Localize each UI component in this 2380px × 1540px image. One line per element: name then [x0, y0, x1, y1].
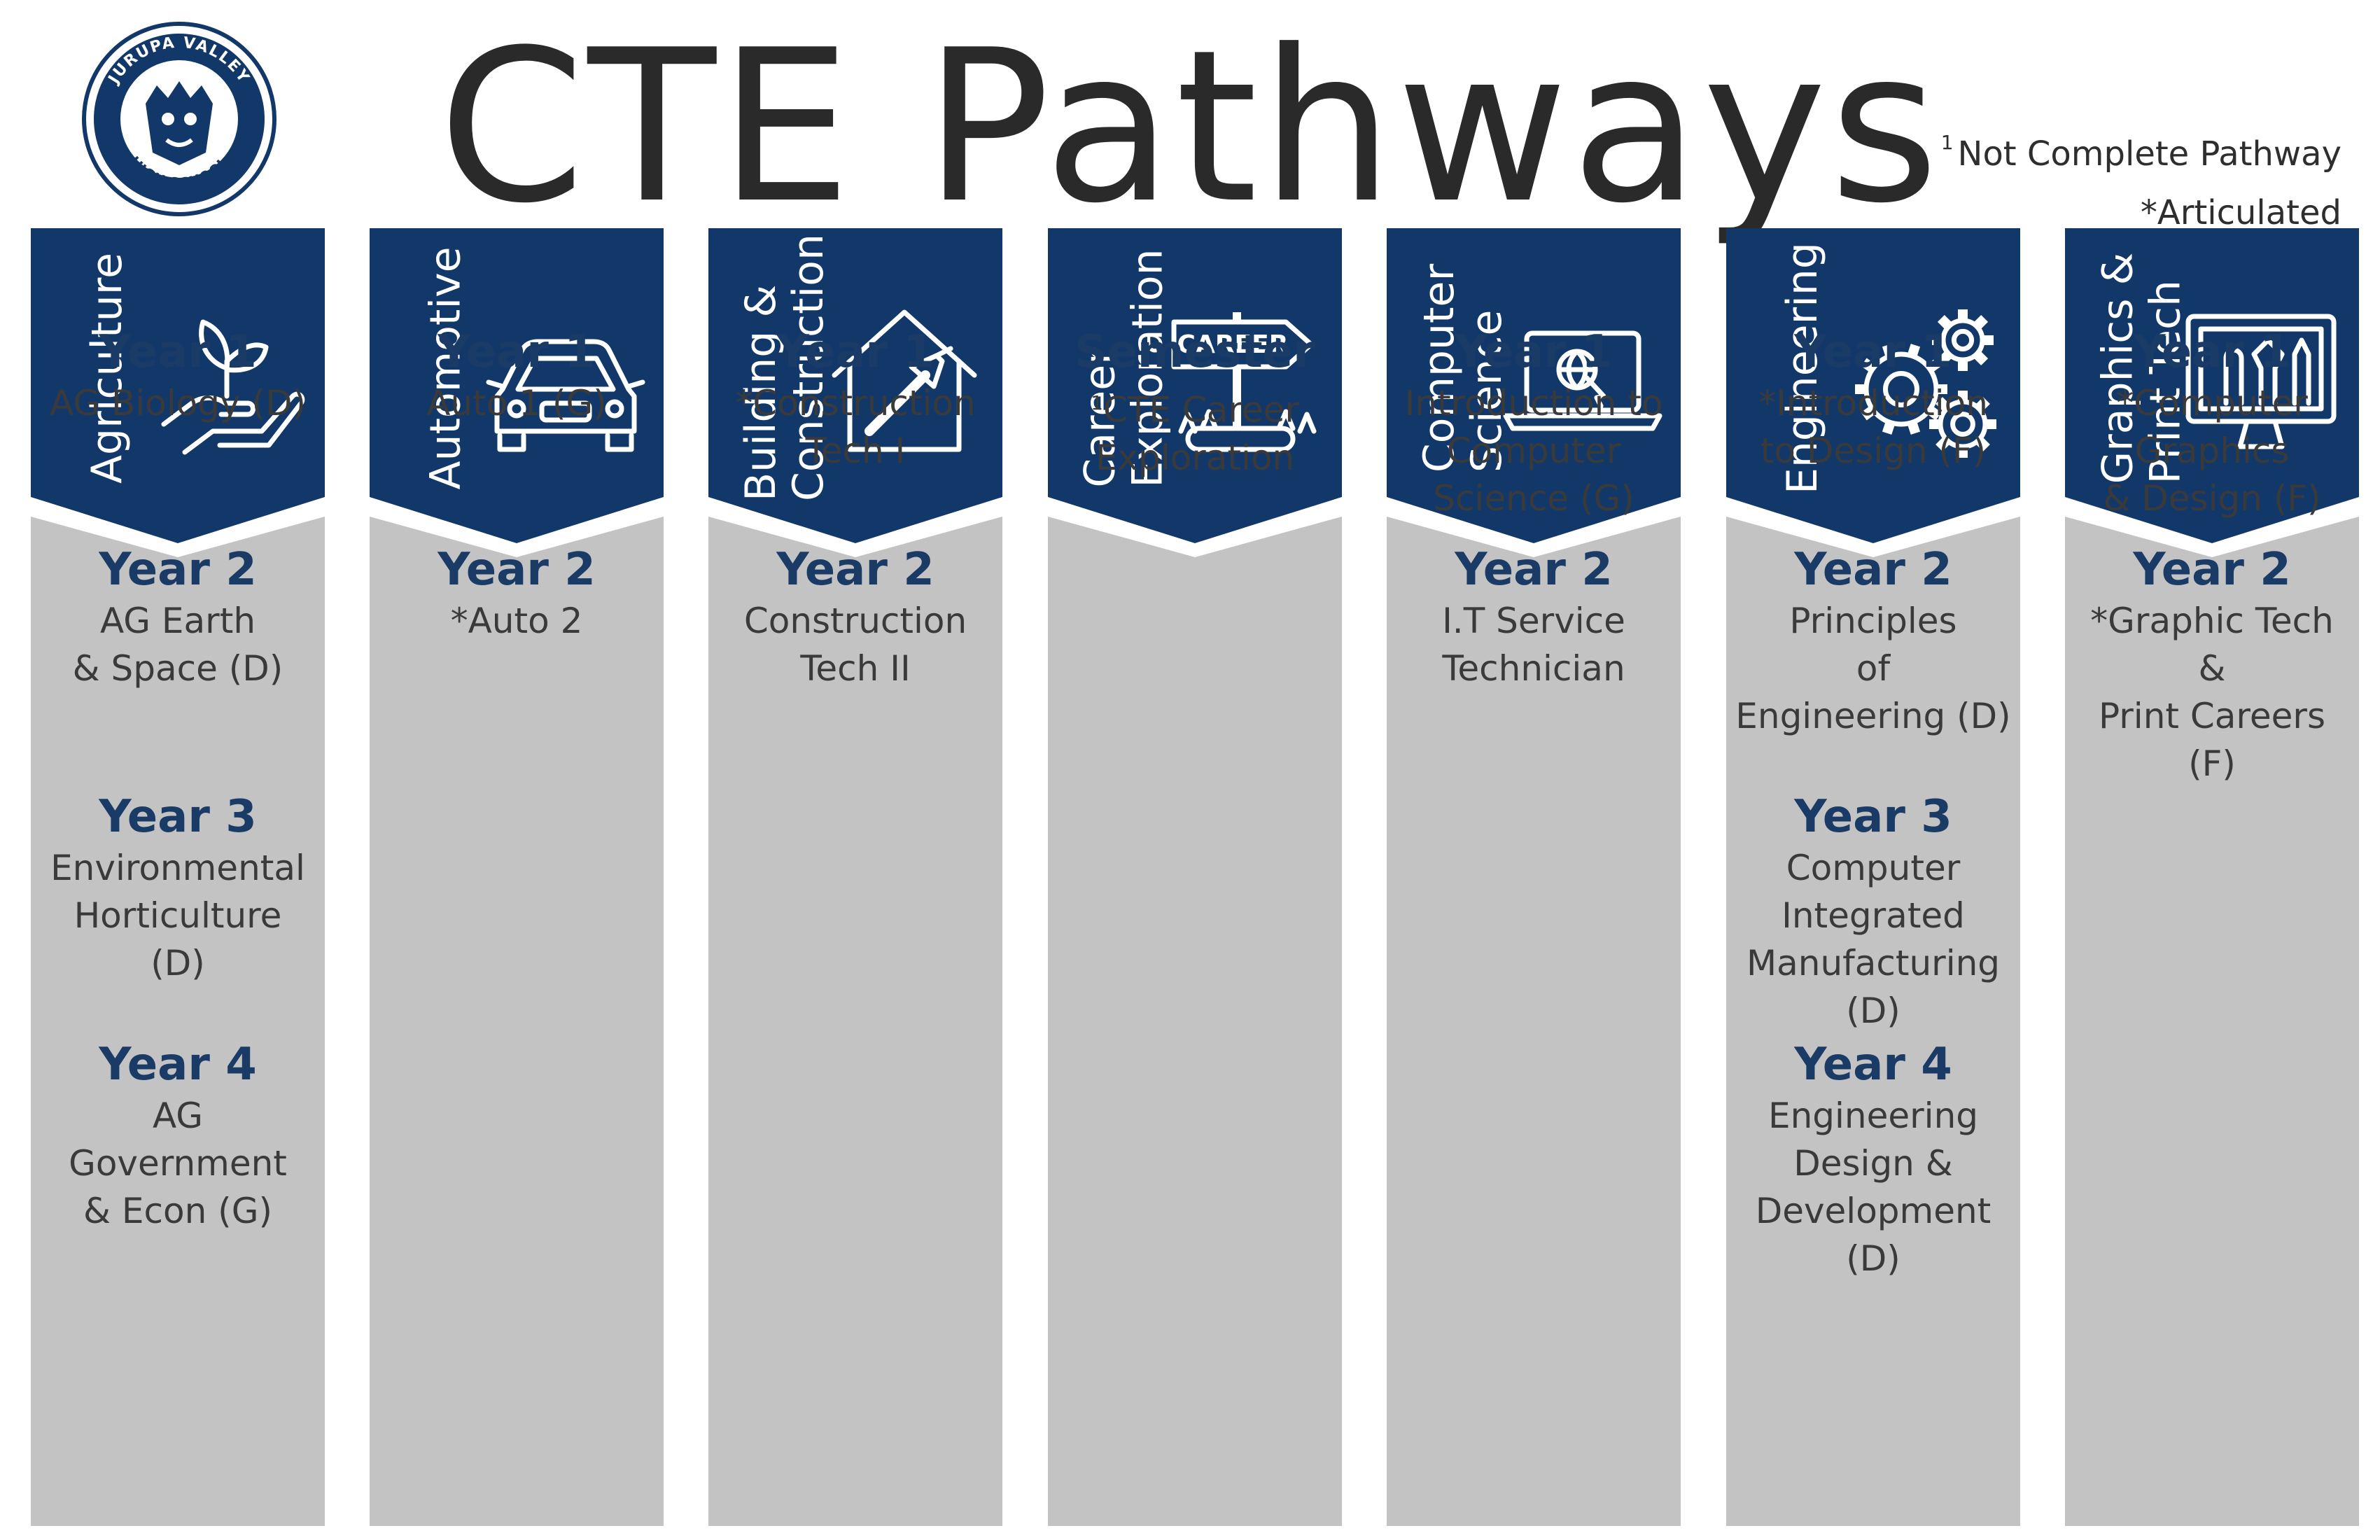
course-superscript: 1 — [1091, 391, 1103, 414]
year-heading: Year 3 — [1794, 791, 1952, 843]
gears-icon — [1838, 291, 2006, 459]
year-heading: Year 1 — [99, 326, 257, 378]
year-heading: Year 1 — [1455, 326, 1613, 378]
course-name: AG Earth & Space (D) — [72, 601, 284, 689]
pathway-column-building-construction: Building & Construction Year 1*Construct… — [708, 228, 1002, 1526]
year-heading: Semester — [1074, 326, 1315, 378]
pathway-year-block: Year 2 *Auto 2 — [370, 542, 664, 645]
career-sign-text: CAREER — [1177, 330, 1289, 359]
year-heading: Year 4 — [1794, 1039, 1952, 1091]
course-name: Computer Integrated Manufacturing (D) — [1746, 848, 2001, 1031]
note-articulated: *Articulated — [2140, 193, 2342, 232]
year-heading: Year 2 — [776, 544, 934, 596]
column-background — [708, 228, 1002, 1526]
course-name: AG Biology (D) — [50, 383, 306, 424]
pathway-column-graphics-print-tech: Graphics & Print Tech Year 1*Computer Gr… — [2065, 228, 2359, 1526]
year-heading: Year 1 — [1794, 326, 1952, 378]
course-name: *Graphic Tech & Print Careers (F) — [2090, 601, 2334, 784]
year-heading: Year 2 — [1794, 544, 1952, 596]
year-heading: Year 1 — [2133, 326, 2291, 378]
school-logo: JURUPA VALLEY HIGH SCHOOL — [82, 22, 276, 216]
year-heading: Year 4 — [99, 1039, 257, 1091]
design-monitor-icon — [2177, 291, 2345, 459]
course-name: *Computer Graphics & Design (F) — [2103, 383, 2321, 519]
column-background — [1048, 228, 1342, 1526]
pathway-year-block: Year 1 Auto 1 (G) — [370, 325, 664, 427]
pathway-year-block: Year 1 AG Biology (D) — [31, 325, 325, 427]
pathway-year-block: Year 1*Construction Tech I — [708, 325, 1002, 475]
house-hammer-icon — [820, 291, 988, 459]
course-name: Construction Tech II — [743, 601, 967, 689]
pathway-column-engineering: Engineering Year 1*Introduction to Desig… — [1726, 228, 2020, 1526]
car-icon — [482, 291, 650, 459]
page-title: CTE Pathways — [438, 5, 1942, 249]
year-heading: Year 2 — [1455, 544, 1613, 596]
note-superscript: 1 — [1940, 131, 1954, 154]
year-heading: Year 1 — [438, 326, 596, 378]
laptop-globe-icon — [1499, 291, 1667, 459]
course-name: *Construction Tech I — [735, 383, 976, 471]
course-name: Auto 1 (G) — [426, 383, 607, 424]
year-heading: Year 2 — [99, 544, 257, 596]
column-background — [1726, 228, 2020, 1526]
pathway-year-block: Year 1*Computer Graphics & Design (F) — [2065, 325, 2359, 522]
course-name: Principles of Engineering (D) — [1735, 601, 2011, 736]
year-heading: Year 1 — [776, 326, 934, 378]
column-background — [1387, 228, 1681, 1526]
year-heading: Year 2 — [2133, 544, 2291, 596]
course-name: 1CTE Career Exploration — [1091, 389, 1299, 478]
year-heading: Year 2 — [438, 544, 596, 596]
note-not-complete-text: Not Complete Pathway — [1957, 134, 2342, 174]
column-background — [370, 228, 664, 1526]
pathway-year-block: Year 1*Introduction to Design (F) — [1726, 325, 2020, 475]
column-background — [31, 228, 325, 1526]
course-name: I.T Service Technician — [1442, 601, 1625, 689]
course-name: Introduction to Computer Science (G) — [1404, 383, 1663, 519]
course-name: AG Government & Econ (G) — [69, 1096, 287, 1231]
course-name: Engineering Design & Development (D) — [1755, 1096, 1991, 1279]
column-background — [2065, 228, 2359, 1526]
course-name: Environmental Horticulture (D) — [50, 848, 305, 983]
course-name: *Introduction to Design (F) — [1758, 383, 1988, 471]
pathway-year-block: Semester 1CTE Career Exploration — [1048, 325, 1342, 482]
pathway-year-block: Year 2*Graphic Tech & Print Careers (F) — [2065, 542, 2359, 788]
course-name: *Auto 2 — [450, 601, 583, 641]
year-heading: Year 3 — [99, 791, 257, 843]
career-signpost-icon: CAREER — [1160, 291, 1328, 459]
plant-in-hand-icon — [143, 291, 311, 459]
